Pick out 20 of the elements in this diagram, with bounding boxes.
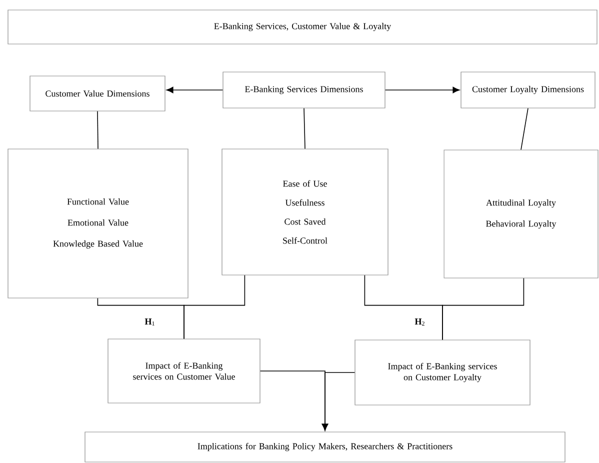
impact-box: Impact of E-Banking services on Customer Value — [108, 338, 260, 404]
arrow — [384, 86, 460, 94]
hypothesis-label: H$_{1}$ — [144, 318, 154, 326]
dimension-box: Customer Loyalty Dimensions — [460, 72, 596, 108]
arrow — [166, 86, 224, 94]
list-box: Ease of Use Usefulness Cost Saved Self-Control — [222, 148, 388, 276]
arrow — [322, 372, 356, 431]
hypothesis-label: H$_{2}$ — [414, 318, 424, 326]
connector-line — [97, 110, 98, 150]
connector-line — [520, 108, 528, 150]
dimension-box: Customer Value Dimensions — [30, 76, 166, 112]
list-box: Attitudinal Loyalty Behavioral Loyalty — [444, 150, 598, 278]
connector-line — [442, 278, 524, 340]
conclusion-box: Implications for Banking Policy Makers, Researchers & Practitioners — [84, 432, 566, 462]
connector-line — [304, 108, 306, 150]
connector-line — [184, 274, 246, 340]
list-box: Functional Value Emotional Value Knowledge Based Value — [8, 148, 188, 298]
dimension-box: E-Banking Services Dimensions — [222, 72, 386, 108]
impact-box: Impact of E-Banking services on Customer Loyalty — [354, 340, 530, 406]
title-box: E-Banking Services, Customer Value & Loyalty — [8, 10, 598, 44]
